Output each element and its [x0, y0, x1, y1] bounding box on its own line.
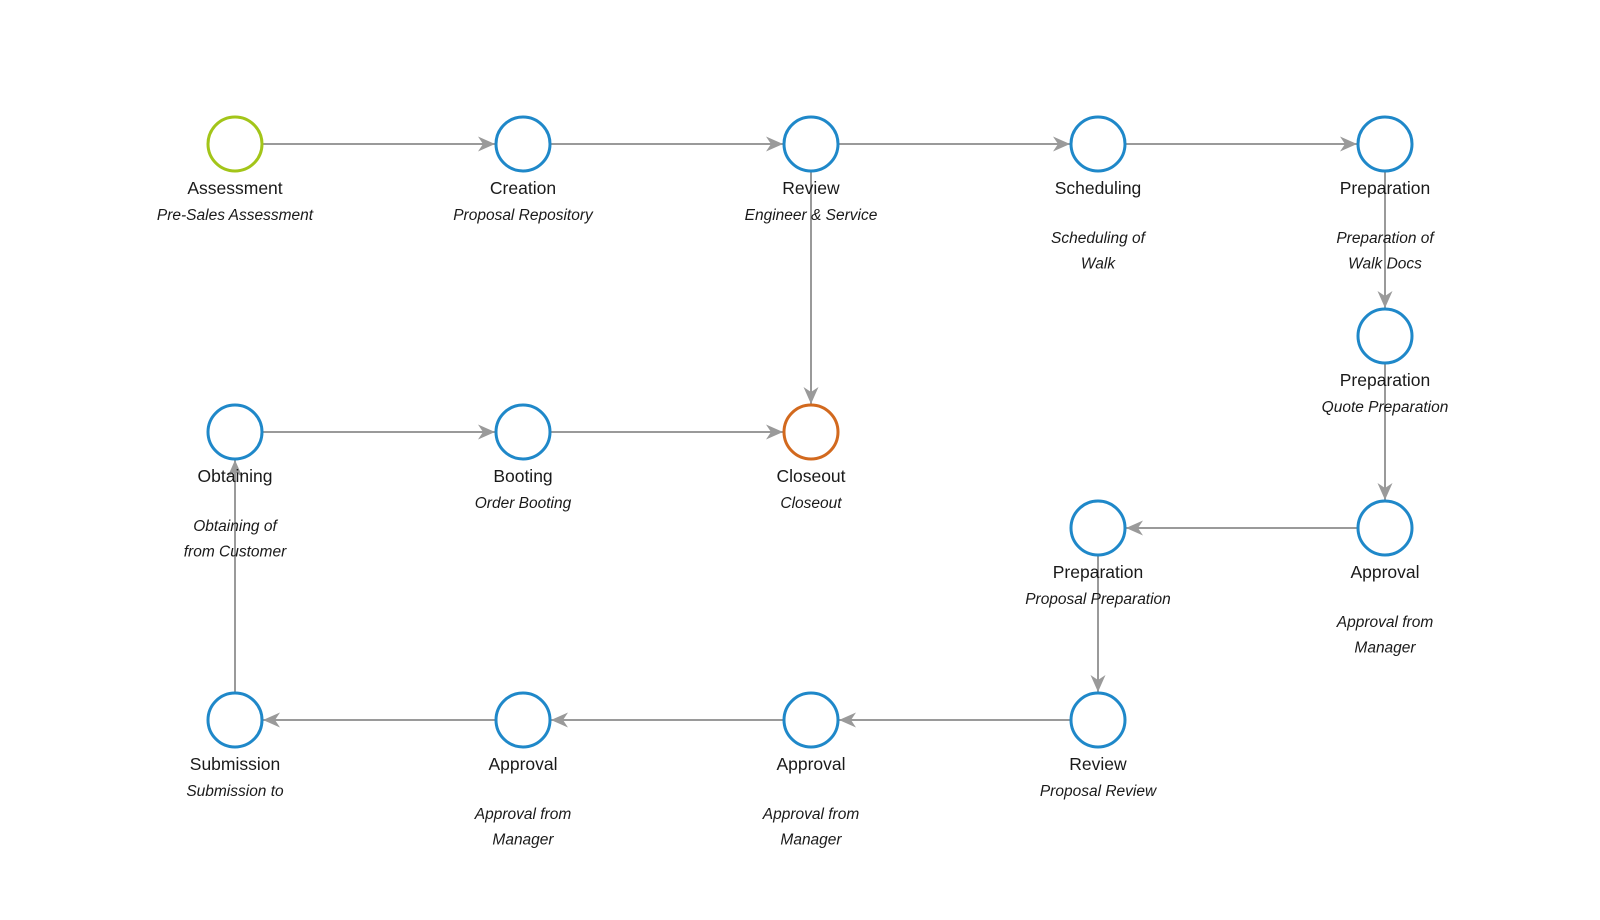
node-title-obtaining: Obtaining — [198, 466, 273, 486]
edge-creation-to-review-engineer — [550, 136, 783, 152]
node-circle-review-engineer[interactable] — [782, 115, 840, 173]
edge-booting-to-closeout — [550, 424, 783, 440]
node-subtitle-scheduling-line-0: Scheduling of — [1051, 230, 1147, 247]
node-title-booting: Booting — [493, 466, 552, 486]
edge-approval-right-to-preparation-proposal — [1126, 520, 1358, 536]
edge-assessment-to-creation — [262, 136, 495, 152]
node-subtitle-review-engineer-line-0: Engineer & Service — [745, 207, 878, 224]
node-subtitle-creation-line-0: Proposal Repository — [453, 207, 594, 224]
node-subtitle-approval-right-line-1: Manager — [1354, 640, 1416, 657]
node-subtitle-approval-mid-line-0: Approval from — [762, 806, 860, 823]
node-circle-closeout[interactable] — [782, 403, 840, 461]
edge-obtaining-to-booting — [262, 424, 495, 440]
node-title-closeout: Closeout — [776, 466, 845, 486]
node-circle-preparation-quote[interactable] — [1356, 307, 1414, 365]
edge-review-engineer-to-scheduling — [838, 136, 1070, 152]
node-subtitle-approval-right-line-0: Approval from — [1336, 614, 1434, 631]
node-title-creation: Creation — [490, 178, 556, 198]
node-title-approval-right: Approval — [1350, 562, 1419, 582]
arrow-head-icon — [478, 136, 495, 152]
arrow-head-icon — [1377, 483, 1393, 500]
edge-review-proposal-to-approval-mid — [839, 712, 1071, 728]
arrow-head-icon — [766, 136, 783, 152]
node-title-assessment: Assessment — [187, 178, 282, 198]
arrow-head-icon — [551, 712, 568, 728]
node-title-approval-mid: Approval — [776, 754, 845, 774]
node-circle-submission[interactable] — [206, 691, 264, 749]
node-circle-assessment[interactable] — [206, 115, 264, 173]
node-circle-approval-left[interactable] — [494, 691, 552, 749]
edge-approval-left-to-submission — [263, 712, 496, 728]
node-title-review-proposal: Review — [1069, 754, 1127, 774]
node-circle-approval-mid[interactable] — [782, 691, 840, 749]
node-subtitle-scheduling-line-1: Walk — [1081, 256, 1116, 273]
arrow-head-icon — [803, 387, 819, 404]
node-circle-booting[interactable] — [494, 403, 552, 461]
arrow-head-icon — [839, 712, 856, 728]
node-subtitle-preparation-walk-docs-line-0: Preparation of — [1336, 230, 1435, 247]
node-title-approval-left: Approval — [488, 754, 557, 774]
node-circle-approval-right[interactable] — [1356, 499, 1414, 557]
node-circle-review-proposal[interactable] — [1069, 691, 1127, 749]
node-subtitle-preparation-proposal-line-0: Proposal Preparation — [1025, 591, 1171, 608]
node-subtitle-booting-line-0: Order Booting — [475, 495, 572, 512]
node-subtitle-obtaining-line-0: Obtaining of — [193, 518, 278, 535]
node-title-scheduling: Scheduling — [1055, 178, 1142, 198]
edge-preparation-proposal-to-review-proposal — [1090, 555, 1106, 692]
node-circle-obtaining[interactable] — [206, 403, 264, 461]
node-circle-preparation-walk-docs[interactable] — [1356, 115, 1414, 173]
node-title-preparation-walk-docs: Preparation — [1340, 178, 1430, 198]
node-circle-scheduling[interactable] — [1069, 115, 1127, 173]
node-subtitle-submission-line-0: Submission to — [186, 783, 284, 800]
edges-layer — [227, 136, 1393, 728]
node-title-review-engineer: Review — [782, 178, 840, 198]
arrow-head-icon — [1126, 520, 1143, 536]
node-title-preparation-proposal: Preparation — [1053, 562, 1143, 582]
node-title-submission: Submission — [190, 754, 280, 774]
edge-preparation-walk-docs-to-preparation-quote — [1377, 171, 1393, 308]
node-subtitle-approval-mid-line-1: Manager — [780, 832, 842, 849]
arrow-head-icon — [263, 712, 280, 728]
edge-scheduling-to-preparation-walk-docs — [1125, 136, 1357, 152]
arrow-head-icon — [478, 424, 495, 440]
node-subtitle-preparation-walk-docs-line-1: Walk Docs — [1348, 256, 1422, 273]
node-subtitle-closeout-line-0: Closeout — [780, 495, 842, 512]
node-circle-preparation-proposal[interactable] — [1069, 499, 1127, 557]
node-title-preparation-quote: Preparation — [1340, 370, 1430, 390]
arrow-head-icon — [766, 424, 783, 440]
arrow-head-icon — [1090, 675, 1106, 692]
edge-preparation-quote-to-approval-right — [1377, 363, 1393, 500]
node-subtitle-preparation-quote-line-0: Quote Preparation — [1322, 399, 1449, 416]
node-subtitle-obtaining-line-1: from Customer — [184, 544, 287, 561]
node-subtitle-approval-left-line-0: Approval from — [474, 806, 572, 823]
arrow-head-icon — [1053, 136, 1070, 152]
arrow-head-icon — [1340, 136, 1357, 152]
edge-submission-to-obtaining — [227, 460, 243, 693]
arrow-head-icon — [227, 460, 243, 477]
node-circle-creation[interactable] — [494, 115, 552, 173]
node-subtitle-assessment-line-0: Pre-Sales Assessment — [157, 207, 314, 224]
edge-approval-mid-to-approval-left — [551, 712, 784, 728]
node-subtitle-review-proposal-line-0: Proposal Review — [1040, 783, 1158, 800]
edge-review-engineer-to-closeout — [803, 171, 819, 404]
node-subtitle-approval-left-line-1: Manager — [492, 832, 554, 849]
arrow-head-icon — [1377, 291, 1393, 308]
